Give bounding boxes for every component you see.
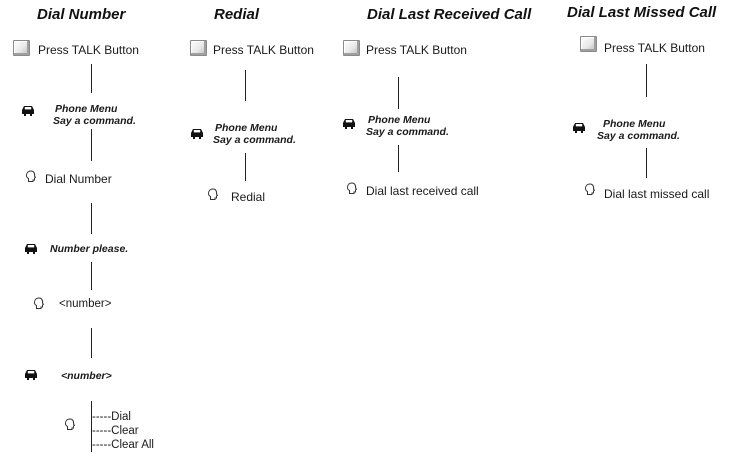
flow-connector xyxy=(646,148,647,178)
speaking-head-icon xyxy=(33,297,45,310)
option-clear: -----Clear xyxy=(92,425,139,437)
title-redial: Redial xyxy=(214,6,260,23)
flow-connector xyxy=(91,328,92,358)
say-command-text: Say a command. xyxy=(597,130,680,142)
option-clear-all: -----Clear All xyxy=(92,439,154,451)
flow-connector xyxy=(398,77,399,109)
flow-connector xyxy=(91,129,92,161)
press-talk-label: Press TALK Button xyxy=(604,41,705,55)
flow-connector xyxy=(91,64,92,93)
command-dial-number: Dial Number xyxy=(45,172,112,186)
flow-connector xyxy=(91,203,92,234)
number-confirm-prompt: <number> xyxy=(61,370,112,382)
speaking-head-icon xyxy=(584,183,596,196)
say-command-text: Say a command. xyxy=(213,134,296,146)
command-dial-last-received-call: Dial last received call xyxy=(366,184,479,198)
title-dial-last-received-call: Dial Last Received Call xyxy=(367,6,532,23)
phone-menu-text: Phone Menu xyxy=(215,122,278,134)
speaking-head-icon xyxy=(346,182,358,195)
talk-button-icon xyxy=(190,40,207,56)
number-please-prompt: Number please. xyxy=(50,243,129,255)
phone-menu-text: Phone Menu xyxy=(55,103,118,115)
car-icon xyxy=(21,105,35,116)
talk-button-icon xyxy=(343,40,360,56)
flow-connector xyxy=(398,145,399,172)
option-dial: -----Dial xyxy=(92,411,131,423)
car-icon xyxy=(24,369,38,380)
flow-connector xyxy=(646,64,647,97)
press-talk-label: Press TALK Button xyxy=(38,43,139,57)
phone-menu-text: Phone Menu xyxy=(368,114,431,126)
car-icon xyxy=(572,122,586,133)
say-command-text: Say a command. xyxy=(366,126,449,138)
title-dial-number: Dial Number xyxy=(37,6,126,23)
flow-connector xyxy=(245,70,246,101)
flow-connector xyxy=(245,153,246,181)
command-dial-last-missed-call: Dial last missed call xyxy=(604,187,710,201)
say-command-text: Say a command. xyxy=(53,115,136,127)
speaking-head-icon xyxy=(207,188,219,201)
title-dial-last-missed-call: Dial Last Missed Call xyxy=(567,4,717,21)
talk-button-icon xyxy=(13,40,30,56)
car-icon xyxy=(190,128,204,139)
car-icon xyxy=(24,243,38,254)
press-talk-label: Press TALK Button xyxy=(213,43,314,57)
speaking-head-icon xyxy=(64,418,76,431)
options-bracket xyxy=(91,401,92,452)
press-talk-label: Press TALK Button xyxy=(366,43,467,57)
flow-connector xyxy=(91,262,92,290)
speaking-head-icon xyxy=(25,170,37,183)
car-icon xyxy=(342,118,356,129)
number-input-label: <number> xyxy=(59,298,112,310)
talk-button-icon xyxy=(580,36,597,52)
phone-menu-text: Phone Menu xyxy=(603,118,666,130)
command-redial: Redial xyxy=(231,190,266,204)
